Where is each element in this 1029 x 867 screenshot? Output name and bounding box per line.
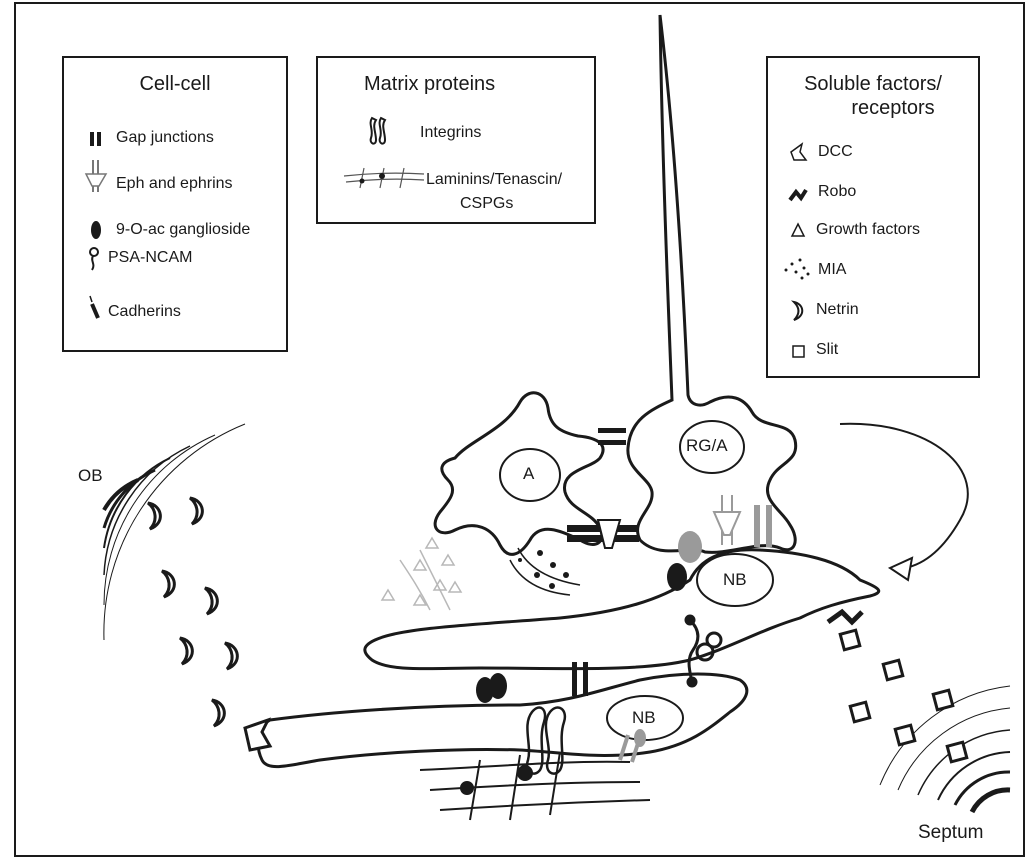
legend-item-gap-junctions: Gap junctions: [116, 128, 214, 148]
integrin-icon: [366, 116, 390, 146]
legend-soluble: Soluble factors/ receptors DCC Robo Grow…: [766, 56, 980, 378]
legend-item-ganglioside: 9-O-ac ganglioside: [116, 220, 250, 240]
legend-item-psa-ncam: PSA-NCAM: [108, 248, 192, 268]
label-neuroblast-upper: NB: [723, 570, 747, 590]
legend-soluble-title-2: receptors: [768, 96, 978, 120]
legend-item-mia: MIA: [818, 260, 846, 280]
legend-item-laminins: Laminins/Tenascin/: [426, 170, 562, 190]
slit-gradient: [840, 630, 967, 762]
legend-soluble-title-1: Soluble factors/: [768, 72, 978, 96]
label-radial-glia: RG/A: [686, 436, 728, 456]
slit-icon: [788, 338, 810, 364]
netrin-icon: [788, 298, 810, 324]
legend-item-dcc: DCC: [818, 142, 853, 162]
legend-item-integrins: Integrins: [420, 123, 481, 143]
psa-ncam-icon: [84, 246, 106, 272]
mia-arcs: [510, 548, 580, 595]
migration-arrowhead: [890, 558, 912, 580]
robo-icon: [788, 180, 810, 206]
ob-arcs: [104, 424, 245, 640]
legend-item-robo: Robo: [818, 182, 856, 202]
legend-item-cadherins: Cadherins: [108, 302, 181, 322]
mia-dots: [518, 550, 569, 589]
legend-cell-cell: Cell-cell Gap junctions Eph and ephrins …: [62, 56, 288, 352]
legend-item-cspgs: CSPGs: [460, 194, 513, 214]
robo-receptor: [828, 612, 862, 622]
eph-ephrin-icon: [82, 160, 110, 192]
legend-item-slit: Slit: [816, 340, 838, 360]
legend-item-eph-ephrins: Eph and ephrins: [116, 174, 233, 194]
legend-matrix-title: Matrix proteins: [364, 72, 495, 96]
legend-cell-cell-title: Cell-cell: [64, 72, 286, 96]
laminin-mesh: [420, 752, 650, 820]
label-astrocyte: A: [523, 464, 534, 484]
growth-factor-arcs: [400, 550, 450, 610]
dcc-receptor: [245, 720, 270, 750]
laminin-icon: [342, 166, 426, 190]
neuroblast-upper-cell: [365, 550, 879, 669]
mia-icon: [782, 254, 812, 280]
cadherin-icon: [84, 294, 106, 320]
gap-junction-marks: [572, 428, 772, 696]
ganglioside-icon: [86, 216, 108, 242]
netrin-gradient: [148, 498, 237, 726]
legend-item-netrin: Netrin: [816, 300, 859, 320]
growth-factor-icon: [788, 218, 810, 244]
label-septum: Septum: [918, 822, 983, 844]
label-ob: OB: [78, 466, 103, 486]
ganglioside-marks: [476, 531, 702, 747]
legend-matrix: Matrix proteins Integrins Laminins/Tenas…: [316, 56, 596, 224]
dcc-icon: [788, 140, 810, 166]
migration-arrow: [840, 424, 968, 568]
legend-item-growth-factors: Growth factors: [816, 220, 920, 240]
label-neuroblast-lower: NB: [632, 708, 656, 728]
gap-junction-icon: [86, 126, 108, 152]
